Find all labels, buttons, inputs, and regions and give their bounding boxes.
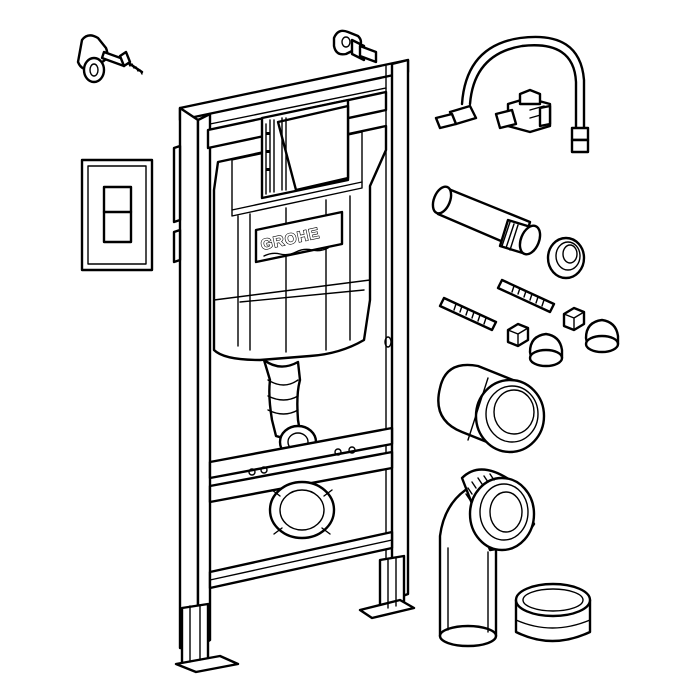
protective-cap (514, 582, 592, 643)
adjustable-foot-left (174, 602, 240, 674)
hex-nut-left (506, 322, 530, 348)
waste-elbow-pipe (438, 468, 536, 648)
waste-outlet-bracket (268, 480, 336, 540)
seal-ring (546, 236, 586, 280)
top-hook-right (358, 44, 378, 64)
flush-pipe-connector (431, 185, 542, 256)
connector-sleeve (437, 363, 546, 454)
angle-valve (494, 88, 552, 134)
flush-plate (80, 158, 154, 272)
adjustable-foot-right (358, 554, 416, 620)
cap-nut-left (528, 332, 564, 368)
cap-nut-right (584, 318, 620, 354)
threaded-rod-left (438, 296, 498, 332)
concealed-cistern: GROHE (212, 98, 388, 362)
threaded-rod-right (496, 278, 556, 314)
installation-frame: GROHE (172, 29, 416, 674)
hex-nut-right (562, 306, 586, 332)
brand-logo: GROHE (254, 210, 344, 264)
actuator-box (260, 98, 350, 200)
wall-anchor-bracket (76, 34, 144, 84)
supply-hose-assembly (434, 35, 590, 154)
